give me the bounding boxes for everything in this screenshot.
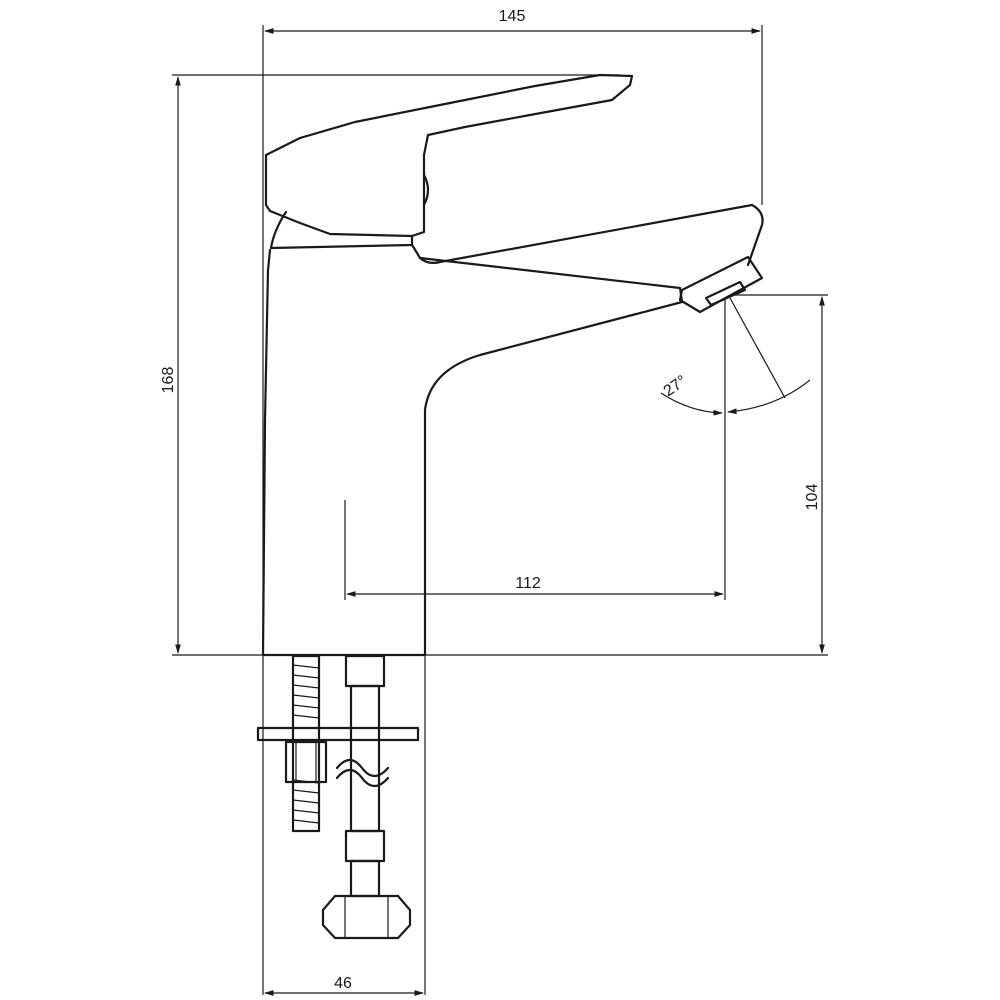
dim-spout-height: 104 [804, 484, 821, 511]
extension-lines [172, 25, 828, 995]
dimension-lines [175, 28, 825, 996]
faucet-body [261, 73, 764, 657]
mounting-hardware [256, 654, 420, 940]
dim-overall-height: 168 [160, 367, 177, 394]
dim-overall-width: 145 [499, 8, 526, 25]
dim-spout-reach: 112 [515, 575, 541, 592]
dim-base-width: 46 [334, 975, 352, 992]
